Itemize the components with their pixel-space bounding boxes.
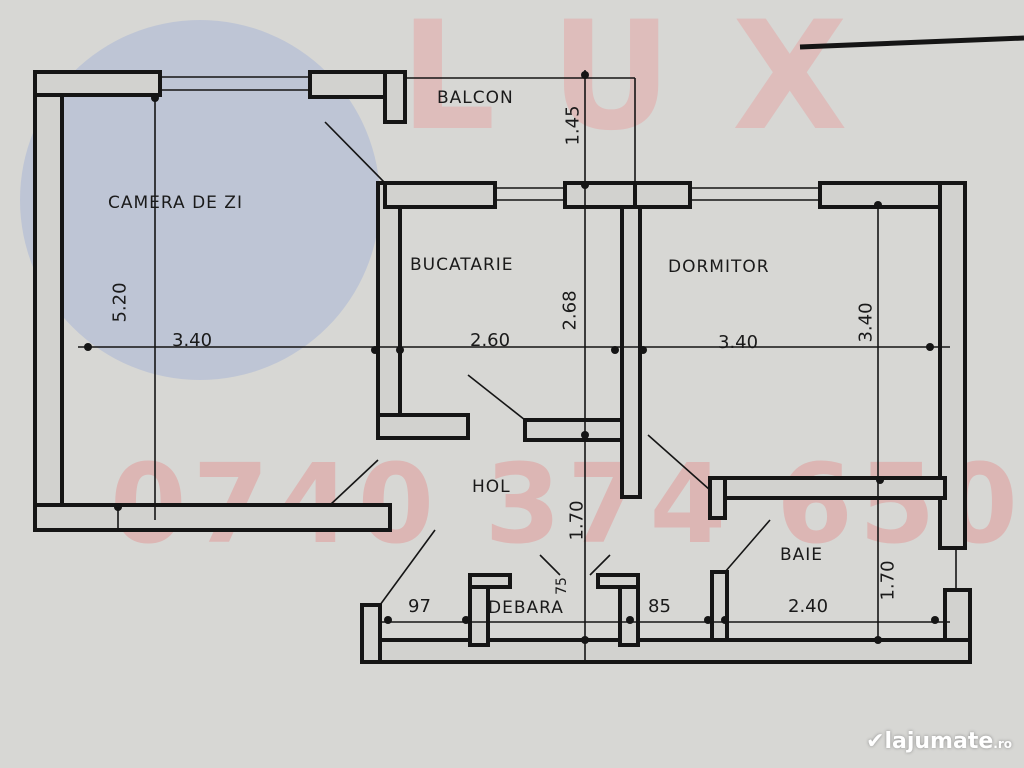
dim-hol-length: 1.70 (566, 500, 588, 541)
dimension-tick (926, 343, 934, 351)
wall (596, 573, 640, 589)
room-label-baie: BAIE (780, 545, 824, 565)
dim-hol-left: 97 (408, 596, 431, 617)
wall (938, 181, 967, 550)
dim-bucatarie-width: 2.60 (470, 330, 511, 351)
dimension-tick (384, 616, 392, 624)
room-label-hol: HOL (472, 477, 511, 497)
dimension-tick (639, 346, 647, 354)
dimension-tick (371, 346, 379, 354)
dimension-tick (151, 94, 159, 102)
dimension-line (379, 529, 436, 606)
wall (360, 603, 382, 664)
dimension-tick (581, 431, 589, 439)
dim-dormitor-height: 3.40 (855, 302, 877, 343)
wall (818, 181, 947, 209)
dim-bucatarie-height: 2.68 (559, 290, 581, 331)
dim-camera-width: 3.40 (172, 330, 213, 351)
dimension-tick (581, 71, 589, 79)
dim-hol-right: 85 (648, 596, 671, 617)
wall (633, 181, 692, 209)
dim-baie-height: 1.70 (877, 560, 899, 601)
wall (33, 503, 392, 532)
dimension-tick (581, 181, 589, 189)
dimension-line (647, 434, 711, 491)
dimension-line (329, 459, 379, 506)
dimension-tick (874, 636, 882, 644)
wall (376, 181, 402, 440)
dimension-line (589, 554, 611, 576)
dimension-line (724, 519, 771, 573)
dimension-tick (581, 636, 589, 644)
room-label-balcon: BALCON (437, 88, 514, 108)
wall (383, 181, 497, 209)
dimension-tick (704, 616, 712, 624)
dimension-tick (114, 503, 122, 511)
wall (563, 181, 637, 209)
wall (523, 418, 627, 442)
wall (708, 476, 727, 520)
dimension-tick (931, 616, 939, 624)
dimension-tick (626, 616, 634, 624)
wall (376, 413, 470, 440)
site-logo: ✔lajumate.ro (866, 729, 1012, 754)
dimension-tick (876, 476, 884, 484)
room-label-camera-de-zi: CAMERA DE ZI (108, 193, 243, 213)
wall (468, 573, 512, 589)
edge-line (799, 35, 1024, 50)
dimension-tick (721, 616, 729, 624)
wall (383, 70, 407, 124)
room-label-debara: DEBARA (488, 598, 564, 618)
wall (710, 570, 729, 649)
dimension-tick (396, 346, 404, 354)
dim-camera-height: 5.20 (109, 282, 131, 323)
wall (620, 205, 642, 499)
room-label-dormitor: DORMITOR (668, 257, 770, 277)
walls (33, 70, 972, 664)
dimension-line (467, 374, 526, 421)
dim-dormitor-width: 3.40 (718, 332, 759, 353)
wall (33, 70, 64, 532)
dimension-line (324, 121, 386, 184)
dimension-line (539, 554, 561, 576)
wall (708, 476, 947, 500)
dim-balcon-depth: 1.45 (562, 105, 584, 146)
dimension-tick (611, 346, 619, 354)
dimension-tick (84, 343, 92, 351)
dim-debara-door: 75 (553, 577, 570, 595)
dimension-lines (78, 70, 957, 660)
wall (33, 70, 162, 97)
dimension-tick (462, 616, 470, 624)
room-label-bucatarie: BUCATARIE (410, 255, 514, 275)
dim-baie-width: 2.40 (788, 596, 829, 617)
dimension-tick (874, 201, 882, 209)
